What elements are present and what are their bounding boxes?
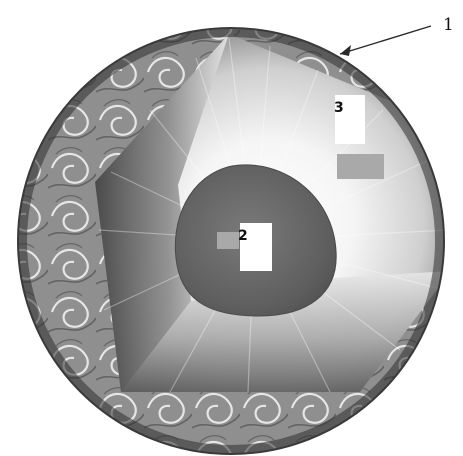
core-label: 2 (238, 228, 248, 244)
callout-label-1: 1 (443, 15, 454, 35)
mantle-label: 3 (334, 100, 344, 116)
core-gray-tag (217, 232, 239, 249)
mantle-gray-tag (337, 154, 384, 179)
